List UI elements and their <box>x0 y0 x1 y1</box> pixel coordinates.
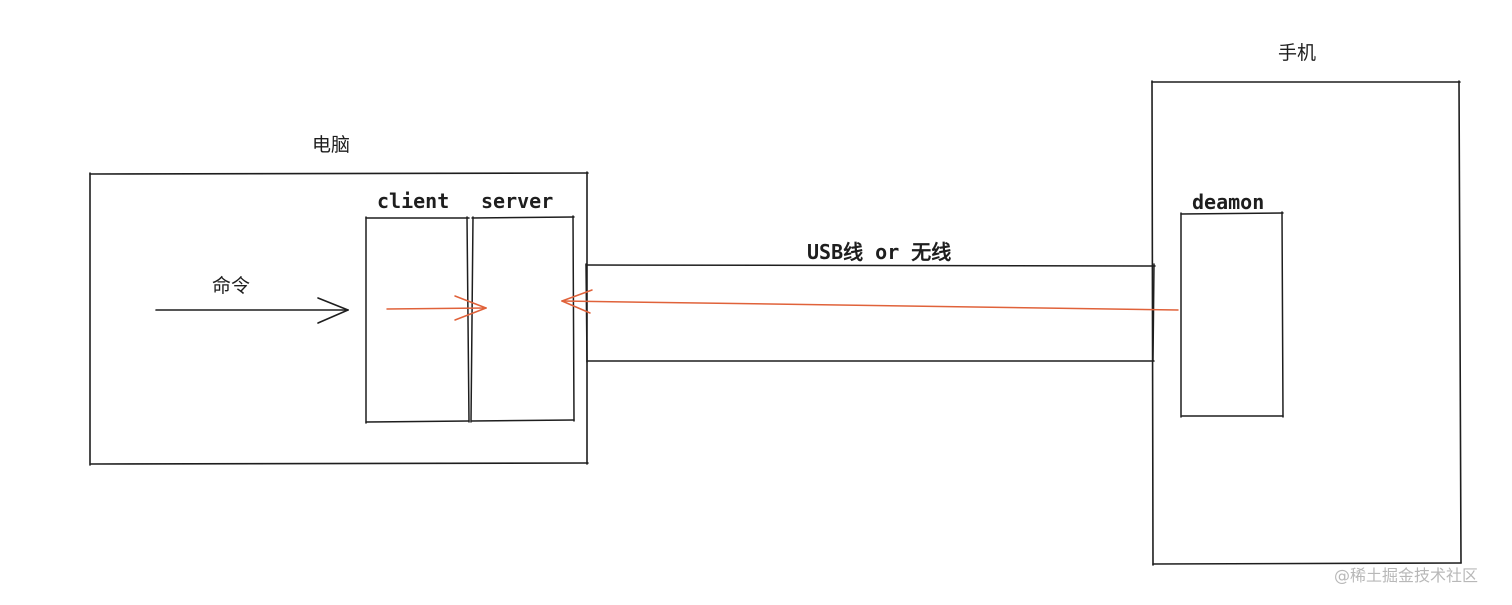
command-arrow <box>155 297 349 324</box>
deamon-box <box>1180 211 1284 418</box>
deamon-to-server-arrow <box>561 289 1179 314</box>
server-box <box>470 215 575 423</box>
phone-label: 手机 <box>1278 42 1317 64</box>
phone-box <box>1151 80 1462 566</box>
deamon-label: deamon <box>1192 190 1265 214</box>
watermark-text: @稀土掘金技术社区 <box>1334 566 1479 585</box>
server-label: server <box>481 189 554 213</box>
connection-channel <box>585 263 1156 363</box>
computer-box <box>89 171 589 466</box>
client-box <box>365 216 470 424</box>
computer-label: 电脑 <box>312 134 351 156</box>
connection-label: USB线 or 无线 <box>807 240 952 264</box>
client-label: client <box>377 189 450 213</box>
command-label: 命令 <box>212 275 251 297</box>
client-to-server-arrow <box>386 295 487 321</box>
